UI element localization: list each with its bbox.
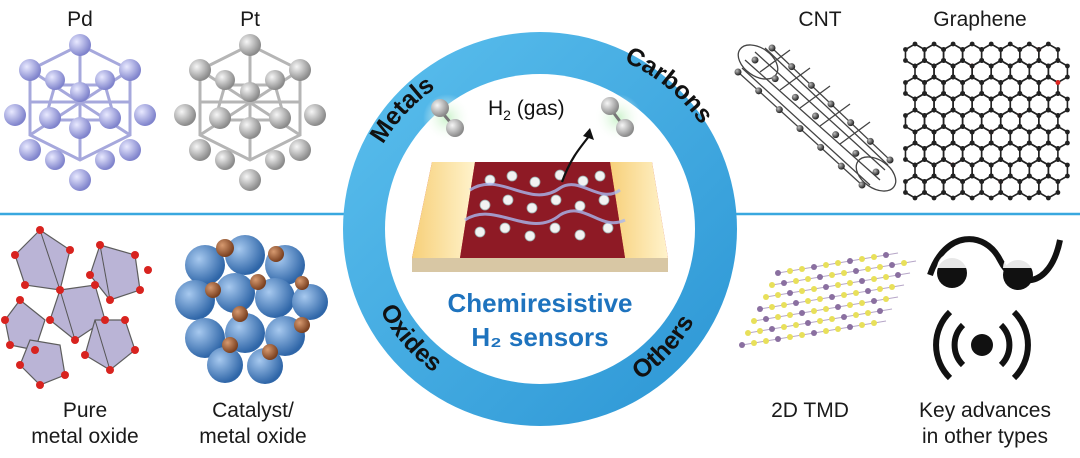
- ring-label-others: Others: [627, 310, 700, 385]
- center-title-line-1: Chemiresistive: [448, 288, 633, 318]
- ring-label-oxides: Oxides: [375, 299, 448, 378]
- label-pure-metal-oxide-line-1: Pure: [62, 399, 108, 422]
- h2-molecule-left-icon: [423, 94, 471, 142]
- pd-crystal-icon: [4, 34, 156, 191]
- label-key-line-1: Key advances: [919, 399, 1051, 422]
- cnt-icon: [734, 44, 897, 192]
- ring-label-metals: Metals: [364, 70, 439, 147]
- label-2d-tmd: 2D TMD: [771, 399, 849, 422]
- label-key-advances: Key advances in other types: [895, 398, 1075, 450]
- label-cnt: CNT: [798, 8, 842, 31]
- label-pd: Pd: [67, 8, 93, 31]
- label-catalyst-line-1: Catalyst/: [212, 399, 294, 422]
- label-key-line-2: in other types: [921, 425, 1049, 448]
- catalyst-metal-oxide-icon: [175, 235, 328, 384]
- h2-molecule-right-icon: [594, 94, 642, 142]
- label-catalyst-line-2: metal oxide: [199, 425, 307, 448]
- pt-crystal-icon: [174, 34, 326, 191]
- label-pure-metal-oxide-line-2: metal oxide: [31, 425, 139, 448]
- signal-broadcast-icon: [933, 309, 1031, 381]
- label-pure-metal-oxide: Pure metal oxide: [10, 398, 160, 450]
- ring-label-carbons: Carbons: [621, 41, 719, 128]
- label-pt: Pt: [240, 8, 260, 31]
- pure-metal-oxide-icon: [1, 226, 152, 389]
- gas-label: H2 (gas): [488, 97, 565, 123]
- sensor-chip-icon: [412, 128, 668, 272]
- center-title-line-2: H₂ sensors: [471, 322, 608, 352]
- label-graphene: Graphene: [933, 8, 1027, 31]
- graphene-icon: [903, 41, 1070, 201]
- tmd-icon: [739, 252, 917, 348]
- key-advances-icon: [927, 236, 1063, 290]
- label-catalyst-metal-oxide: Catalyst/ metal oxide: [178, 398, 328, 450]
